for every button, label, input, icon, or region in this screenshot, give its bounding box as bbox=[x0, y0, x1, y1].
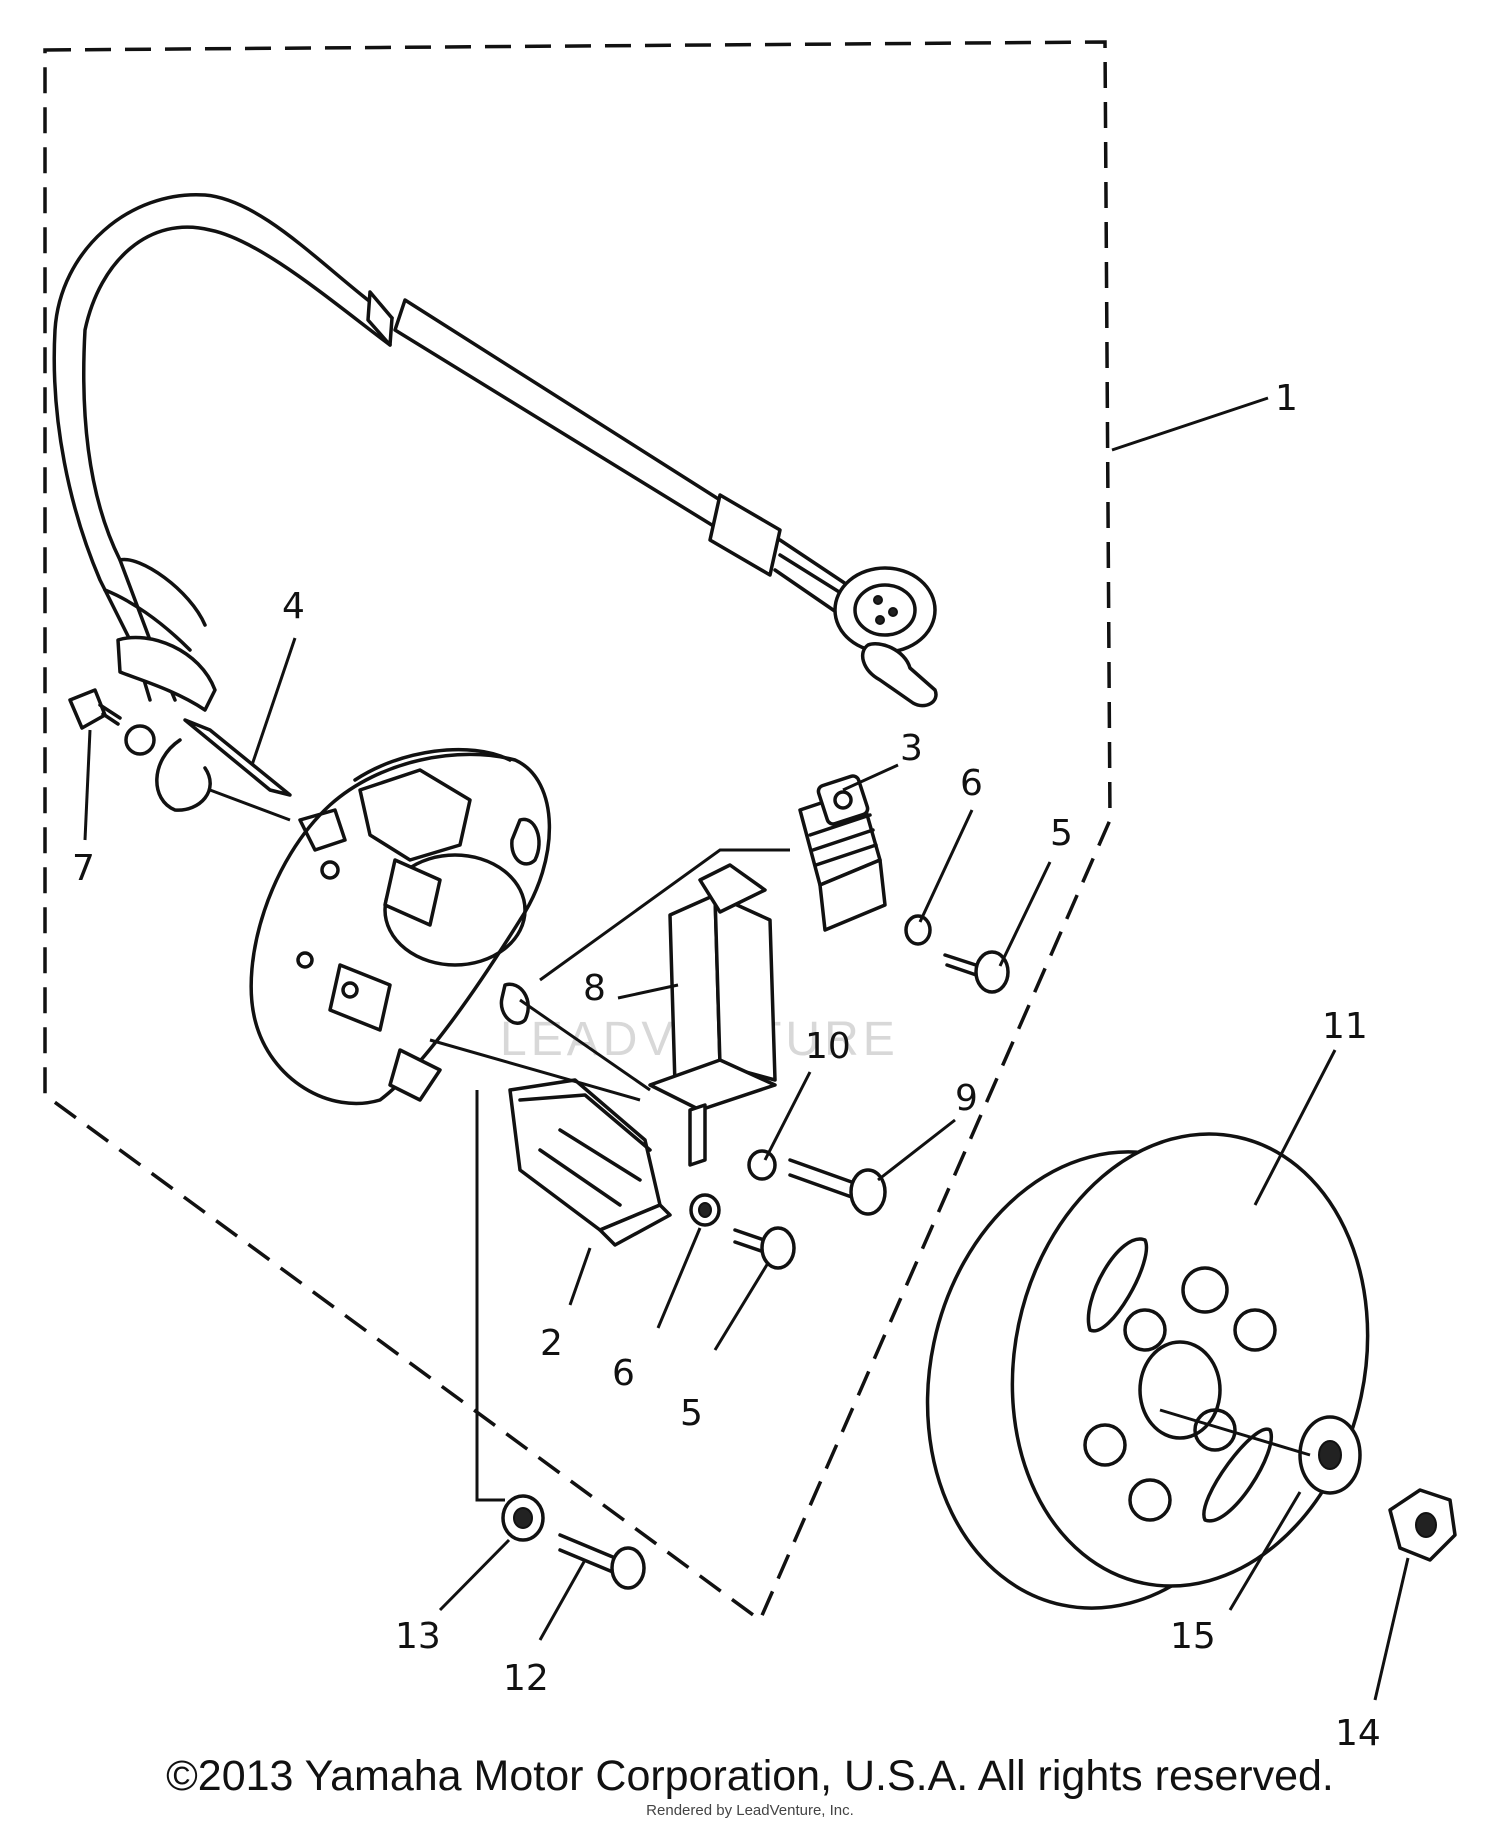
callout-11: 11 bbox=[1322, 1006, 1368, 1047]
wire-harness bbox=[52, 193, 938, 712]
callout-10: 10 bbox=[805, 1026, 851, 1067]
washer-part-10 bbox=[747, 1149, 777, 1181]
callout-14: 14 bbox=[1335, 1713, 1381, 1754]
screw-part-9 bbox=[788, 1158, 887, 1216]
callout-9: 9 bbox=[955, 1078, 978, 1119]
callout-4: 4 bbox=[282, 586, 305, 627]
callout-6-upper: 6 bbox=[960, 763, 983, 804]
assembly-axis-lines bbox=[209, 788, 1311, 1502]
washer-part-6-upper bbox=[904, 914, 932, 946]
callout-5-lower: 5 bbox=[680, 1393, 703, 1434]
screw-part-12 bbox=[558, 1533, 646, 1590]
flywheel-part-11 bbox=[925, 1132, 1370, 1610]
spacer-part-15 bbox=[1298, 1415, 1362, 1495]
callout-7: 7 bbox=[72, 848, 95, 889]
charging-coil-part-2 bbox=[508, 1078, 672, 1247]
callout-3: 3 bbox=[900, 728, 923, 769]
bolt-part-7 bbox=[68, 688, 122, 730]
callout-1: 1 bbox=[1275, 378, 1298, 419]
harness-clamp-part-4 bbox=[124, 718, 292, 812]
stator-base-plate bbox=[249, 747, 552, 1106]
washer-part-6-lower bbox=[689, 1193, 721, 1227]
washer-part-13 bbox=[501, 1494, 545, 1542]
screw-part-5-lower bbox=[733, 1226, 796, 1270]
callout-leaders bbox=[83, 396, 1410, 1701]
callout-15: 15 bbox=[1170, 1616, 1216, 1657]
callout-2: 2 bbox=[540, 1323, 563, 1364]
pulser-coil-part-8 bbox=[648, 863, 777, 1167]
callout-5-upper: 5 bbox=[1050, 813, 1073, 854]
rendered-by-credit: Rendered by LeadVenture, Inc. bbox=[646, 1802, 854, 1819]
callout-13: 13 bbox=[395, 1616, 441, 1657]
screw-part-5-upper bbox=[943, 950, 1010, 994]
assembly-boundary bbox=[43, 40, 1112, 1623]
connector-plug bbox=[833, 566, 937, 654]
copyright-notice: ©2013 Yamaha Motor Corporation, U.S.A. A… bbox=[166, 1752, 1334, 1800]
nut-part-14 bbox=[1388, 1488, 1457, 1562]
callout-12: 12 bbox=[503, 1658, 549, 1699]
terminal-sleeve bbox=[860, 642, 938, 708]
callout-6-lower: 6 bbox=[612, 1353, 635, 1394]
coil-part-3 bbox=[798, 774, 887, 932]
callout-8: 8 bbox=[583, 968, 606, 1009]
